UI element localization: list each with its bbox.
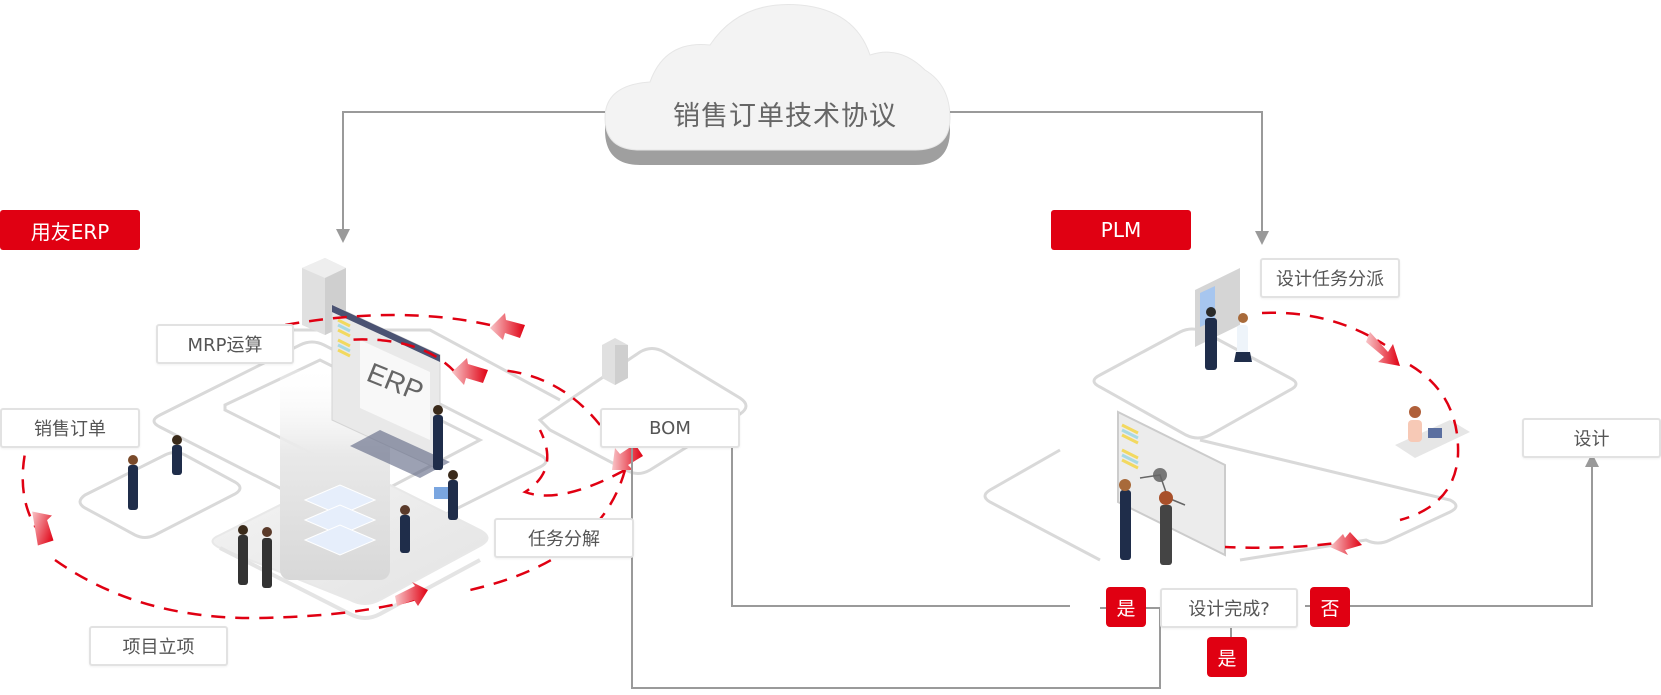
erp-system-tag: 用友ERP [0,210,140,250]
cycle-arrow-icon [1366,332,1400,366]
decision-yes-left-tag: 是 [1106,587,1146,627]
connector-decision-no-to-design [1305,453,1599,607]
cycle-arrow-icon [452,358,488,385]
plm-system-tag: PLM [1051,210,1191,250]
cycle-arrow-icon [1330,532,1362,555]
decision-yes-bottom-tag: 是 [1207,637,1247,677]
connector-decision-yes-to-bom [625,417,1161,689]
plm-cycle-arrows [1330,332,1400,555]
plm-cycle-path [1224,311,1460,549]
step-design-task-assignment: 设计任务分派 [1260,258,1400,298]
step-project-initiation: 项目立项 [89,626,228,666]
step-task-breakdown: 任务分解 [494,518,634,558]
erp-people [128,405,458,588]
cycle-arrow-icon [395,582,428,606]
step-design-complete-decision: 设计完成? [1160,588,1298,628]
step-design: 设计 [1522,418,1661,458]
cloud-shape [604,4,951,165]
plm-screen-icon [1117,410,1226,557]
bom-server-icon [602,338,628,385]
decision-no-tag: 否 [1310,587,1350,627]
step-mrp-calculation: MRP运算 [156,324,294,364]
step-bom: BOM [600,408,740,448]
plm-people [1119,307,1470,565]
cycle-arrow-icon [612,444,643,470]
connector-cloud-to-plm [950,111,1269,245]
cloud-label: 销售订单技术协议 [673,101,897,132]
erp-cycle-arrows [32,313,643,606]
cycle-arrow-icon [32,511,54,546]
plm-whiteboard-icon [1195,268,1240,347]
step-sales-order: 销售订单 [0,408,140,448]
connector-cloud-to-erp [336,111,605,243]
erp-base-platform [211,370,489,620]
cycle-arrow-icon [490,313,525,340]
